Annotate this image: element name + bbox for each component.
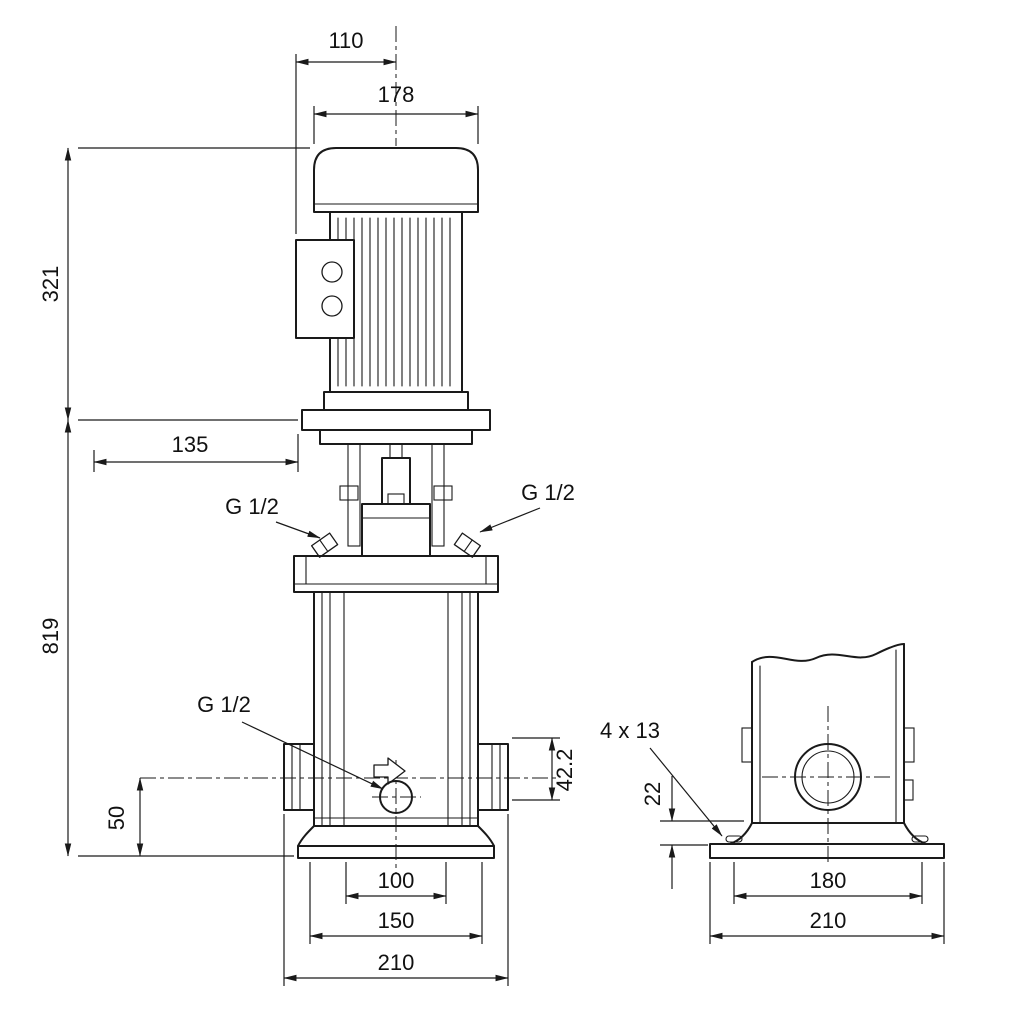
flow-direction-arrow-icon <box>373 757 406 785</box>
staybolt-nut-right <box>433 485 453 501</box>
motor-fan-cover <box>313 147 479 213</box>
motor-end-shield <box>323 391 469 411</box>
dim-4x13-label: 4 x 13 <box>600 718 660 743</box>
coupling-guard-right <box>431 443 445 547</box>
chamber-stack <box>313 591 479 827</box>
dim-150: 150 <box>309 862 483 944</box>
dim-42-2-label: 42.2 <box>552 749 577 792</box>
dim-4x13: 4 x 13 <box>600 718 723 837</box>
pump-base <box>297 825 495 859</box>
vent-plug-right <box>453 532 482 558</box>
dim-321: 321 <box>38 147 310 421</box>
side-port-bore <box>801 750 855 804</box>
pump-head <box>293 443 499 593</box>
dim-135-label: 135 <box>172 432 209 457</box>
dim-110-label: 110 <box>328 28 363 53</box>
base-slot-right <box>911 835 929 843</box>
outer-sleeve <box>313 591 479 827</box>
motor-stool-top <box>319 429 473 445</box>
dim-22: 22 <box>640 776 744 889</box>
dim-210-side: 210 <box>709 862 945 944</box>
coupling-guard-left <box>347 443 361 547</box>
shaft-seal-housing <box>361 503 431 557</box>
dim-210-front: 210 <box>283 814 509 986</box>
drain-plug <box>379 780 413 814</box>
dim-50-label: 50 <box>104 806 129 830</box>
dim-22-label: 22 <box>640 782 665 806</box>
port-right <box>477 743 509 811</box>
front-view <box>140 26 560 874</box>
vent-plug-left <box>310 532 339 558</box>
dim-819: 819 <box>38 419 294 857</box>
shaft-coupling <box>381 457 411 505</box>
dim-321-label: 321 <box>38 266 63 303</box>
pump-head-flange <box>293 555 499 593</box>
port-left <box>283 743 315 811</box>
side-plug <box>903 779 914 801</box>
side-base-plate <box>709 843 945 859</box>
side-port <box>794 743 862 811</box>
staybolt-nut-left <box>339 485 359 501</box>
port-right-size-label: G 1/2 <box>521 480 575 505</box>
dim-178: 178 <box>313 82 479 144</box>
label-g12-right: G 1/2 <box>479 480 575 533</box>
motor-flange <box>301 409 491 431</box>
dim-180-label: 180 <box>810 868 847 893</box>
port-left-size-label: G 1/2 <box>225 494 279 519</box>
dim-150-label: 150 <box>378 908 415 933</box>
drain-size-label: G 1/2 <box>197 692 251 717</box>
dim-210-side-label: 210 <box>810 908 847 933</box>
staybolts <box>321 591 471 827</box>
chamber-flange-left <box>741 727 753 763</box>
label-g12-drain: G 1/2 <box>197 692 384 790</box>
dim-100: 100 <box>345 862 447 904</box>
dim-135: 135 <box>93 432 299 472</box>
cable-entry-hole <box>321 261 343 283</box>
priming-plug <box>387 493 405 505</box>
dim-180: 180 <box>733 862 923 904</box>
dim-50: 50 <box>104 777 144 857</box>
terminal-box <box>295 239 355 339</box>
base-slot-left <box>725 835 743 843</box>
dim-100-label: 100 <box>378 868 415 893</box>
label-g12-left: G 1/2 <box>225 494 321 539</box>
side-view <box>709 643 945 866</box>
chamber-flange-right <box>903 727 915 763</box>
motor <box>295 147 491 445</box>
dim-819-label: 819 <box>38 618 63 655</box>
cable-entry-hole <box>321 295 343 317</box>
dim-210-front-label: 210 <box>378 950 415 975</box>
base-foot-plate <box>297 845 495 859</box>
break-line <box>751 643 905 663</box>
dim-110: 110 <box>295 28 397 234</box>
dim-42-2: 42.2 <box>512 737 577 801</box>
dim-178-label: 178 <box>378 82 415 107</box>
